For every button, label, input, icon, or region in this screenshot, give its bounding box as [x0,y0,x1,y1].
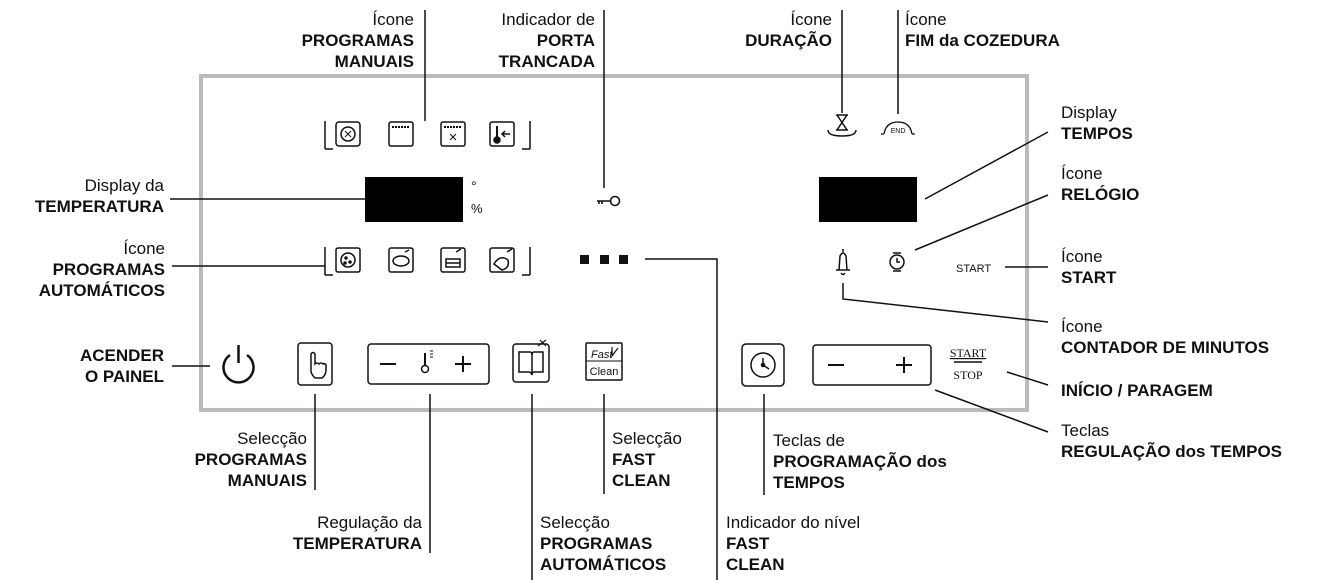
manual-select-button[interactable] [297,342,333,386]
start-stop-button[interactable]: START STOP [950,346,987,382]
start-key-bottom: STOP [953,368,982,382]
leader-icone-contador [842,283,1049,323]
leader-teclas-regulacao [934,389,1049,433]
label-seleccao-fast: Selecção FAST CLEAN [612,429,682,490]
time-programming-button[interactable] [741,343,785,387]
leader-indicador-nivel [645,258,718,580]
label-seleccao-automaticos: Selecção PROGRAMAS AUTOMÁTICOS [540,513,667,574]
hourglass-icon [827,114,857,137]
start-key-top: START [950,346,987,360]
temperature-display [365,177,463,222]
label-inicio-paragem: INÍCIO / PARAGEM [1061,381,1213,400]
grill-fan-icon [440,121,466,147]
leader-display-tempos [924,131,1049,200]
label-icone-programas-manuais: Ícone PROGRAMAS MANUAIS [301,10,414,71]
end-icon [881,121,915,135]
fast-key-bottom: Clean [590,366,619,378]
conventional-oven-icon [335,121,361,147]
auto-select-button[interactable] [512,339,550,383]
temperature-adjust-button[interactable] [367,343,490,385]
bell-icon [836,249,850,276]
start-text: START [956,263,991,275]
leader-icone-relogio [914,194,1049,251]
manual-programs-icon-group [324,121,531,150]
label-icone-fim: Ícone FIM da COZEDURA [905,10,1060,50]
bread-icon [388,247,414,273]
meat-icon [489,247,515,273]
time-adjust-button[interactable] [812,344,932,386]
pizza-icon [335,247,361,273]
fast-clean-button[interactable] [585,342,623,381]
label-display-temperatura: Display da TEMPERATURA [34,176,164,216]
label-indicador-porta: Indicador de PORTA TRANCADA [498,10,595,71]
unit-degree: ° [471,178,477,194]
power-button[interactable] [222,345,255,384]
label-indicador-nivel: Indicador do nível FAST CLEAN [726,513,861,574]
label-teclas-regulacao: Teclas REGULAÇÃO dos TEMPOS [1061,421,1283,461]
fast-key-top: Fast [591,349,613,361]
label-icone-programas-automaticos: Ícone PROGRAMAS AUTOMÁTICOS [38,239,165,300]
label-icone-duracao: Ícone DURAÇÃO [745,10,832,50]
thermometer-arrow-icon [489,121,515,147]
panel-frame [199,74,1029,412]
label-regulacao-temperatura: Regulação da TEMPERATURA [292,513,422,553]
time-display [819,177,917,222]
leader-inicio-paragem [1006,371,1049,386]
unit-percent: % [471,201,483,216]
cake-icon [440,247,466,273]
clock-icon [889,252,905,272]
key-icon [597,195,621,207]
label-acender: ACENDER O PAINEL [79,346,164,386]
label-icone-contador: Ícone CONTADOR DE MINUTOS [1061,317,1270,357]
grill-icon [388,121,414,147]
label-icone-start: Ícone START [1061,247,1117,287]
label-seleccao-manuais: Selecção PROGRAMAS MANUAIS [194,429,307,490]
label-teclas-programacao: Teclas de PROGRAMAÇÃO dos TEMPOS [773,431,947,492]
fast-clean-level-dots [580,255,628,264]
label-display-tempos: Display TEMPOS [1061,103,1133,143]
label-icone-relogio: Ícone RELÓGIO [1061,164,1140,204]
end-icon-text: END [891,128,906,135]
auto-programs-icon-group [324,247,531,276]
